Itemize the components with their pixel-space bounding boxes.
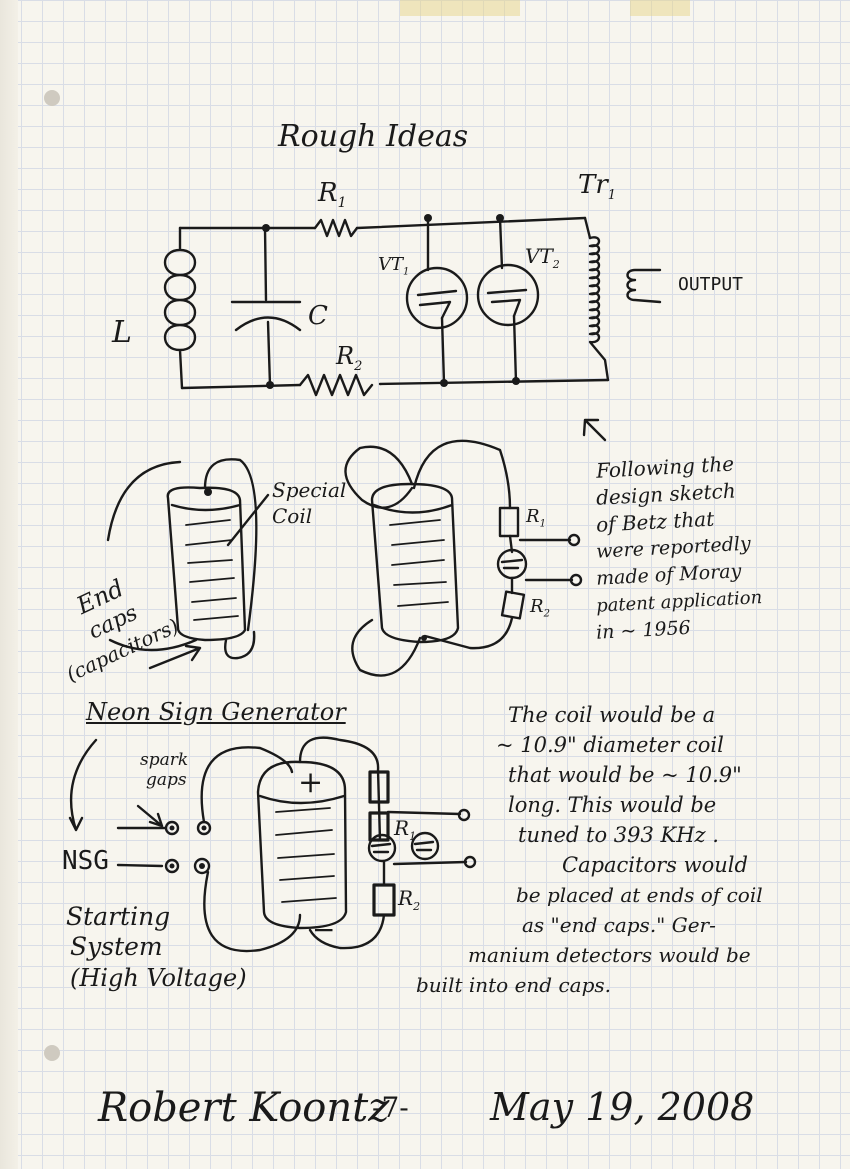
label-tr1: Tr1 (578, 170, 617, 204)
resistor-r2 (298, 373, 374, 397)
neon-title: Neon Sign Generator (86, 698, 346, 726)
label-plus: + (298, 765, 324, 800)
label-starting-2: System (70, 932, 163, 961)
entry-date: May 19, 2008 (490, 1085, 755, 1129)
label-starting-1: Starting (66, 902, 171, 931)
note-line: The coil would be a (508, 703, 716, 727)
binder-hole (44, 90, 60, 106)
label-vt2: VT2 (525, 244, 560, 271)
note-line: long. This would be (508, 793, 717, 817)
special-coil-drawing (106, 458, 270, 670)
label-vt1: VT1 (378, 254, 410, 278)
label-coil-r2: R2 (530, 596, 550, 620)
page-title: Rough Ideas (278, 119, 469, 154)
label-c: C (308, 301, 328, 331)
label-special-coil-2: Coil (272, 504, 313, 528)
note-line: Capacitors would (562, 853, 748, 877)
note-line: that would be ~ 10.9" (508, 763, 742, 787)
note-line: ~ 10.9" diameter coil (496, 733, 724, 757)
label-neon-r2: R2 (398, 886, 421, 913)
inductor-coil (163, 226, 197, 390)
arrow-up-icon (582, 418, 607, 442)
capacitor-curved-plate (234, 316, 302, 332)
coil-with-detector-drawing (344, 439, 583, 677)
label-l: L (112, 315, 132, 350)
paper-stain (630, 0, 690, 16)
label-r1: R1 (318, 178, 347, 212)
label-output: OUTPUT (678, 274, 744, 295)
page-margin (0, 0, 18, 1169)
note-coil-spec: The coil would be a ~ 10.9" diameter coi… (416, 700, 838, 1000)
label-spark-1: spark (140, 750, 189, 770)
vacuum-tube-vt1 (405, 266, 469, 330)
binder-hole (44, 1045, 60, 1061)
label-spark-2: gaps (146, 770, 187, 790)
label-neon-r1: R1 (394, 816, 417, 843)
resistor-r1 (313, 218, 359, 238)
transformer-secondary (626, 268, 662, 304)
label-nsg: NSG (62, 846, 109, 876)
label-coil-r1: R1 (526, 506, 546, 530)
transformer-primary (588, 236, 610, 382)
label-minus: − (312, 913, 336, 946)
label-special-coil-1: Special (272, 478, 347, 502)
author-signature: Robert Koontz (98, 1085, 390, 1131)
label-r2: R2 (336, 342, 363, 374)
note-betz: Following the design sketch of Betz that… (595, 452, 816, 644)
note-line: manium detectors would be (468, 943, 751, 967)
vacuum-tube-vt2 (476, 263, 540, 327)
neon-generator-drawing (68, 736, 477, 953)
note-line: built into end caps. (416, 973, 612, 997)
paper-stain (400, 0, 520, 16)
page-number: -7- (372, 1091, 409, 1124)
note-line: tuned to 393 KHz . (518, 823, 719, 847)
label-starting-3: (High Voltage) (70, 964, 247, 992)
circuit-diagram (163, 214, 662, 442)
note-line: as "end caps." Ger- (522, 913, 716, 937)
note-line: be placed at ends of coil (516, 883, 763, 907)
